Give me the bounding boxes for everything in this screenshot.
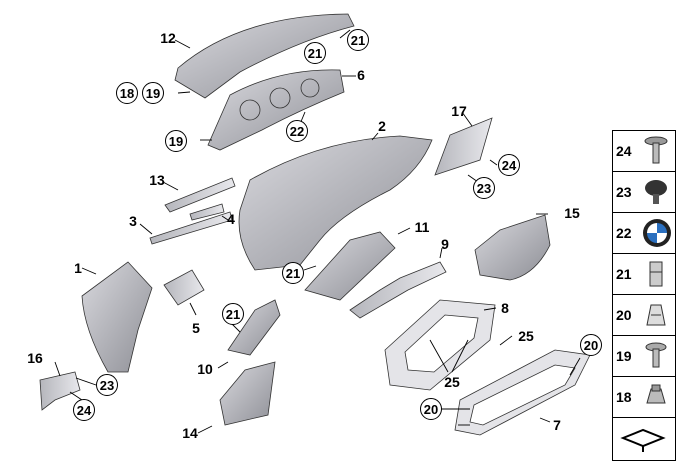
callout-23-bottom: 23 <box>96 374 118 396</box>
callout-21-left: 21 <box>282 262 304 284</box>
label-14: 14 <box>182 425 198 441</box>
spring-clip-icon <box>646 304 666 326</box>
part-11 <box>304 231 396 301</box>
callout-24-top: 24 <box>498 154 520 176</box>
label-25-b: 25 <box>444 374 460 390</box>
legend-number: 19 <box>616 348 632 364</box>
callout-19-top: 19 <box>142 82 164 104</box>
legend-item-24: 24 <box>613 131 675 172</box>
callout-21-panel: 21 <box>304 42 326 64</box>
label-12: 12 <box>160 30 176 46</box>
label-16: 16 <box>27 350 43 366</box>
label-13: 13 <box>149 172 165 188</box>
emblem-icon <box>643 219 671 247</box>
legend-number: 21 <box>616 266 632 282</box>
label-4: 4 <box>227 211 235 227</box>
label-10: 10 <box>197 361 213 377</box>
label-5: 5 <box>192 320 200 336</box>
legend-item-symbol <box>613 418 675 460</box>
legend-number: 24 <box>616 143 632 159</box>
label-6: 6 <box>357 67 365 83</box>
part-10 <box>227 299 281 356</box>
legend-item-20: 20 <box>613 295 675 336</box>
part-13 <box>164 177 236 213</box>
fastener-legend: 24 23 22 21 20 <box>612 130 676 461</box>
callout-18: 18 <box>116 82 138 104</box>
part-15 <box>474 214 551 281</box>
callout-23-top: 23 <box>473 177 495 199</box>
part-12-trim <box>174 13 355 99</box>
part-4 <box>189 203 225 221</box>
part-5 <box>163 269 205 306</box>
legend-item-22: 22 <box>613 213 675 254</box>
legend-item-23: 23 <box>613 172 675 213</box>
legend-item-21: 21 <box>613 254 675 295</box>
part-3 <box>149 211 233 245</box>
label-3: 3 <box>129 213 137 229</box>
part-2-dashboard <box>238 135 433 271</box>
nut-icon <box>646 384 666 404</box>
clip-icon <box>649 261 663 287</box>
label-2: 2 <box>378 118 386 134</box>
bolt-icon <box>645 342 667 368</box>
callout-20-right: 20 <box>580 334 602 356</box>
part-16 <box>39 371 81 411</box>
label-9: 9 <box>441 236 449 252</box>
legend-item-18: 18 <box>613 377 675 418</box>
legend-number: 18 <box>616 389 632 405</box>
label-17: 17 <box>451 103 467 119</box>
legend-number: 23 <box>616 184 632 200</box>
cap-icon <box>645 180 667 204</box>
legend-number: 22 <box>616 225 632 241</box>
part-6-panel <box>207 69 345 151</box>
label-25-a: 25 <box>518 328 534 344</box>
callout-20-bottom: 20 <box>420 398 442 420</box>
part-1 <box>81 261 153 373</box>
bracket-symbol-icon <box>620 428 666 452</box>
legend-item-19: 19 <box>613 336 675 377</box>
callout-22: 22 <box>286 120 308 142</box>
part-17 <box>434 117 493 176</box>
label-7: 7 <box>553 417 561 433</box>
callout-19-mid: 19 <box>165 130 187 152</box>
screw-icon <box>644 136 668 164</box>
label-11: 11 <box>414 219 430 235</box>
label-1: 1 <box>74 260 82 276</box>
legend-number: 20 <box>616 307 632 323</box>
callout-21-top: 21 <box>347 29 369 51</box>
part-9 <box>349 261 447 319</box>
part-14 <box>219 361 276 426</box>
label-8: 8 <box>501 300 509 316</box>
callout-21-lower: 21 <box>222 303 244 325</box>
callout-24-bottom: 24 <box>73 399 95 421</box>
label-15: 15 <box>564 205 580 221</box>
